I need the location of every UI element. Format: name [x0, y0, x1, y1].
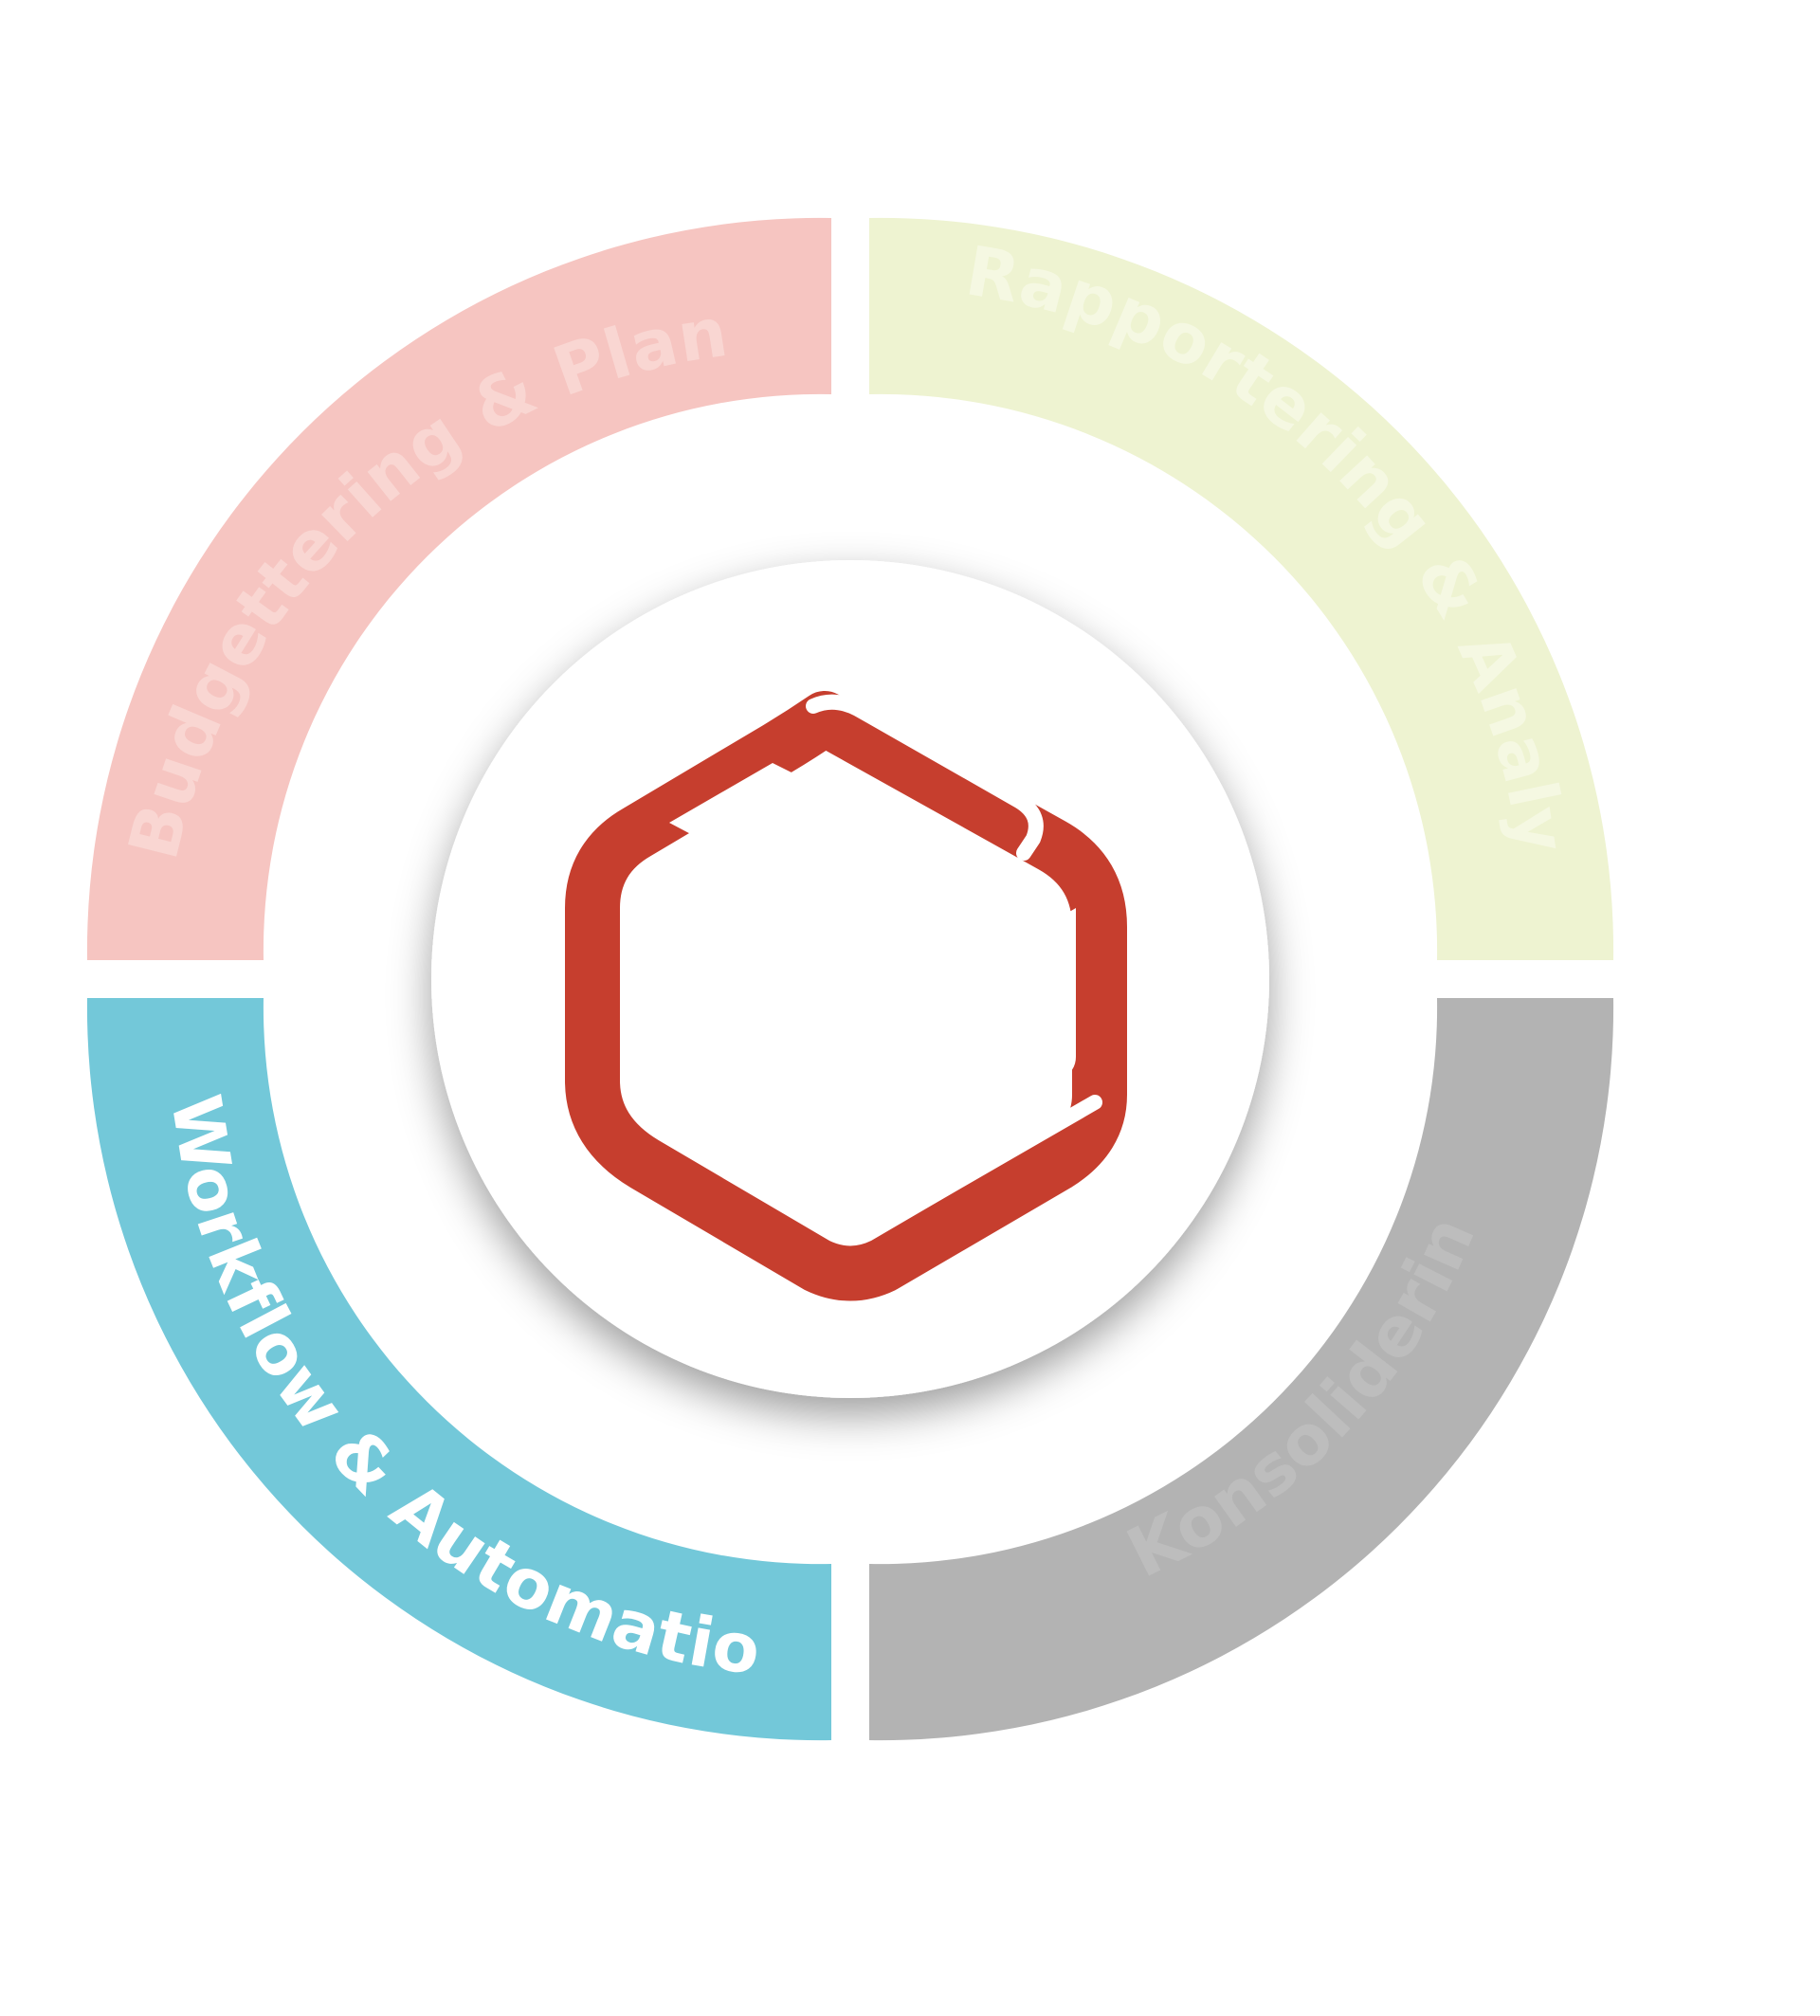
segment-rapportering[interactable] — [869, 217, 1614, 961]
segment-workflow[interactable] — [86, 998, 832, 1741]
cube-logo-icon — [565, 691, 1127, 1301]
segment-konsolidering[interactable] — [869, 998, 1614, 1741]
segment-budgettering[interactable] — [86, 217, 832, 961]
